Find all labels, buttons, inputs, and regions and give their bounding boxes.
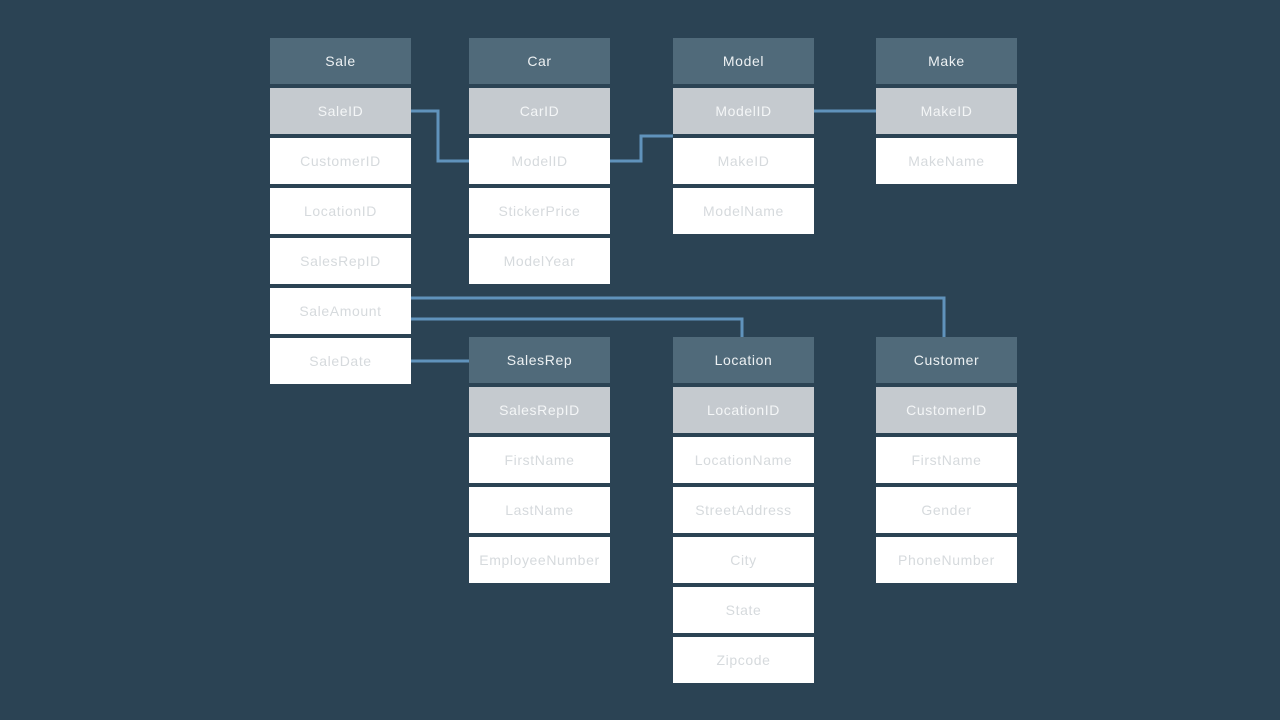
table-make-field-row: MakeName: [876, 138, 1017, 184]
table-customer-primary-key-row: CustomerID: [876, 387, 1017, 433]
table-customer-title: Customer: [876, 337, 1017, 383]
table-car-primary-key-row: CarID: [469, 88, 610, 134]
connector-sale-to-location: [411, 317, 744, 338]
table-car-field-row: StickerPrice: [469, 188, 610, 234]
table-location-field-row: StreetAddress: [673, 487, 814, 533]
table-make-title: Make: [876, 38, 1017, 84]
table-salesrep-field-row: FirstName: [469, 437, 610, 483]
connector-car-to-model: [610, 134, 673, 163]
table-sale-primary-key-row: SaleID: [270, 88, 411, 134]
table-model-field-row: MakeID: [673, 138, 814, 184]
table-salesrep-field-row: LastName: [469, 487, 610, 533]
table-location-field-row: Zipcode: [673, 637, 814, 683]
table-location-field-row: State: [673, 587, 814, 633]
table-location-field-row: City: [673, 537, 814, 583]
table-customer-field-row: PhoneNumber: [876, 537, 1017, 583]
table-make-primary-key-row: MakeID: [876, 88, 1017, 134]
table-salesrep-title: SalesRep: [469, 337, 610, 383]
table-customer-field-row: FirstName: [876, 437, 1017, 483]
table-car-field-row: ModelYear: [469, 238, 610, 284]
table-sale-field-row: SaleAmount: [270, 288, 411, 334]
table-sale-field-row: SalesRepID: [270, 238, 411, 284]
table-location-field-row: LocationName: [673, 437, 814, 483]
table-car-field-row: ModelID: [469, 138, 610, 184]
table-salesrep-field-row: EmployeeNumber: [469, 537, 610, 583]
table-sale-field-row: CustomerID: [270, 138, 411, 184]
connector-sale-to-car: [411, 109, 469, 163]
table-model-field-row: ModelName: [673, 188, 814, 234]
table-location-title: Location: [673, 337, 814, 383]
table-sale-field-row: LocationID: [270, 188, 411, 234]
table-model-primary-key-row: ModelID: [673, 88, 814, 134]
table-customer-field-row: Gender: [876, 487, 1017, 533]
table-salesrep-primary-key-row: SalesRepID: [469, 387, 610, 433]
table-car-title: Car: [469, 38, 610, 84]
table-model-title: Model: [673, 38, 814, 84]
table-sale-title: Sale: [270, 38, 411, 84]
table-location-primary-key-row: LocationID: [673, 387, 814, 433]
connector-sale-to-customer: [411, 296, 946, 338]
table-sale-field-row: SaleDate: [270, 338, 411, 384]
